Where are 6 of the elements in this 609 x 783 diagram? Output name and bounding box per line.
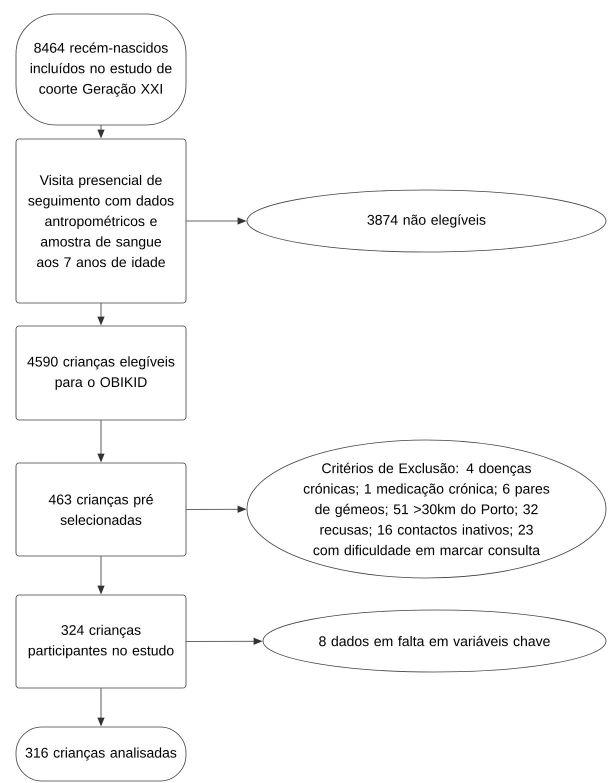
process-box: 324 crianças participantes no estudo bbox=[16, 594, 186, 688]
process-box: 463 crianças pré selecionadas bbox=[16, 462, 186, 556]
process-box: 4590 crianças elegíveis para o OBIKID bbox=[16, 326, 186, 420]
process-box: Visita presencial de seguimento com dados antropométricos e amostra de sangue aos 7 anos de idade bbox=[16, 138, 186, 304]
terminal-box: 8464 recém-nascidos incluídos no estudo de coorte Geração XXI bbox=[16, 14, 186, 126]
terminal-box: 316 crianças analisadas bbox=[16, 726, 186, 782]
